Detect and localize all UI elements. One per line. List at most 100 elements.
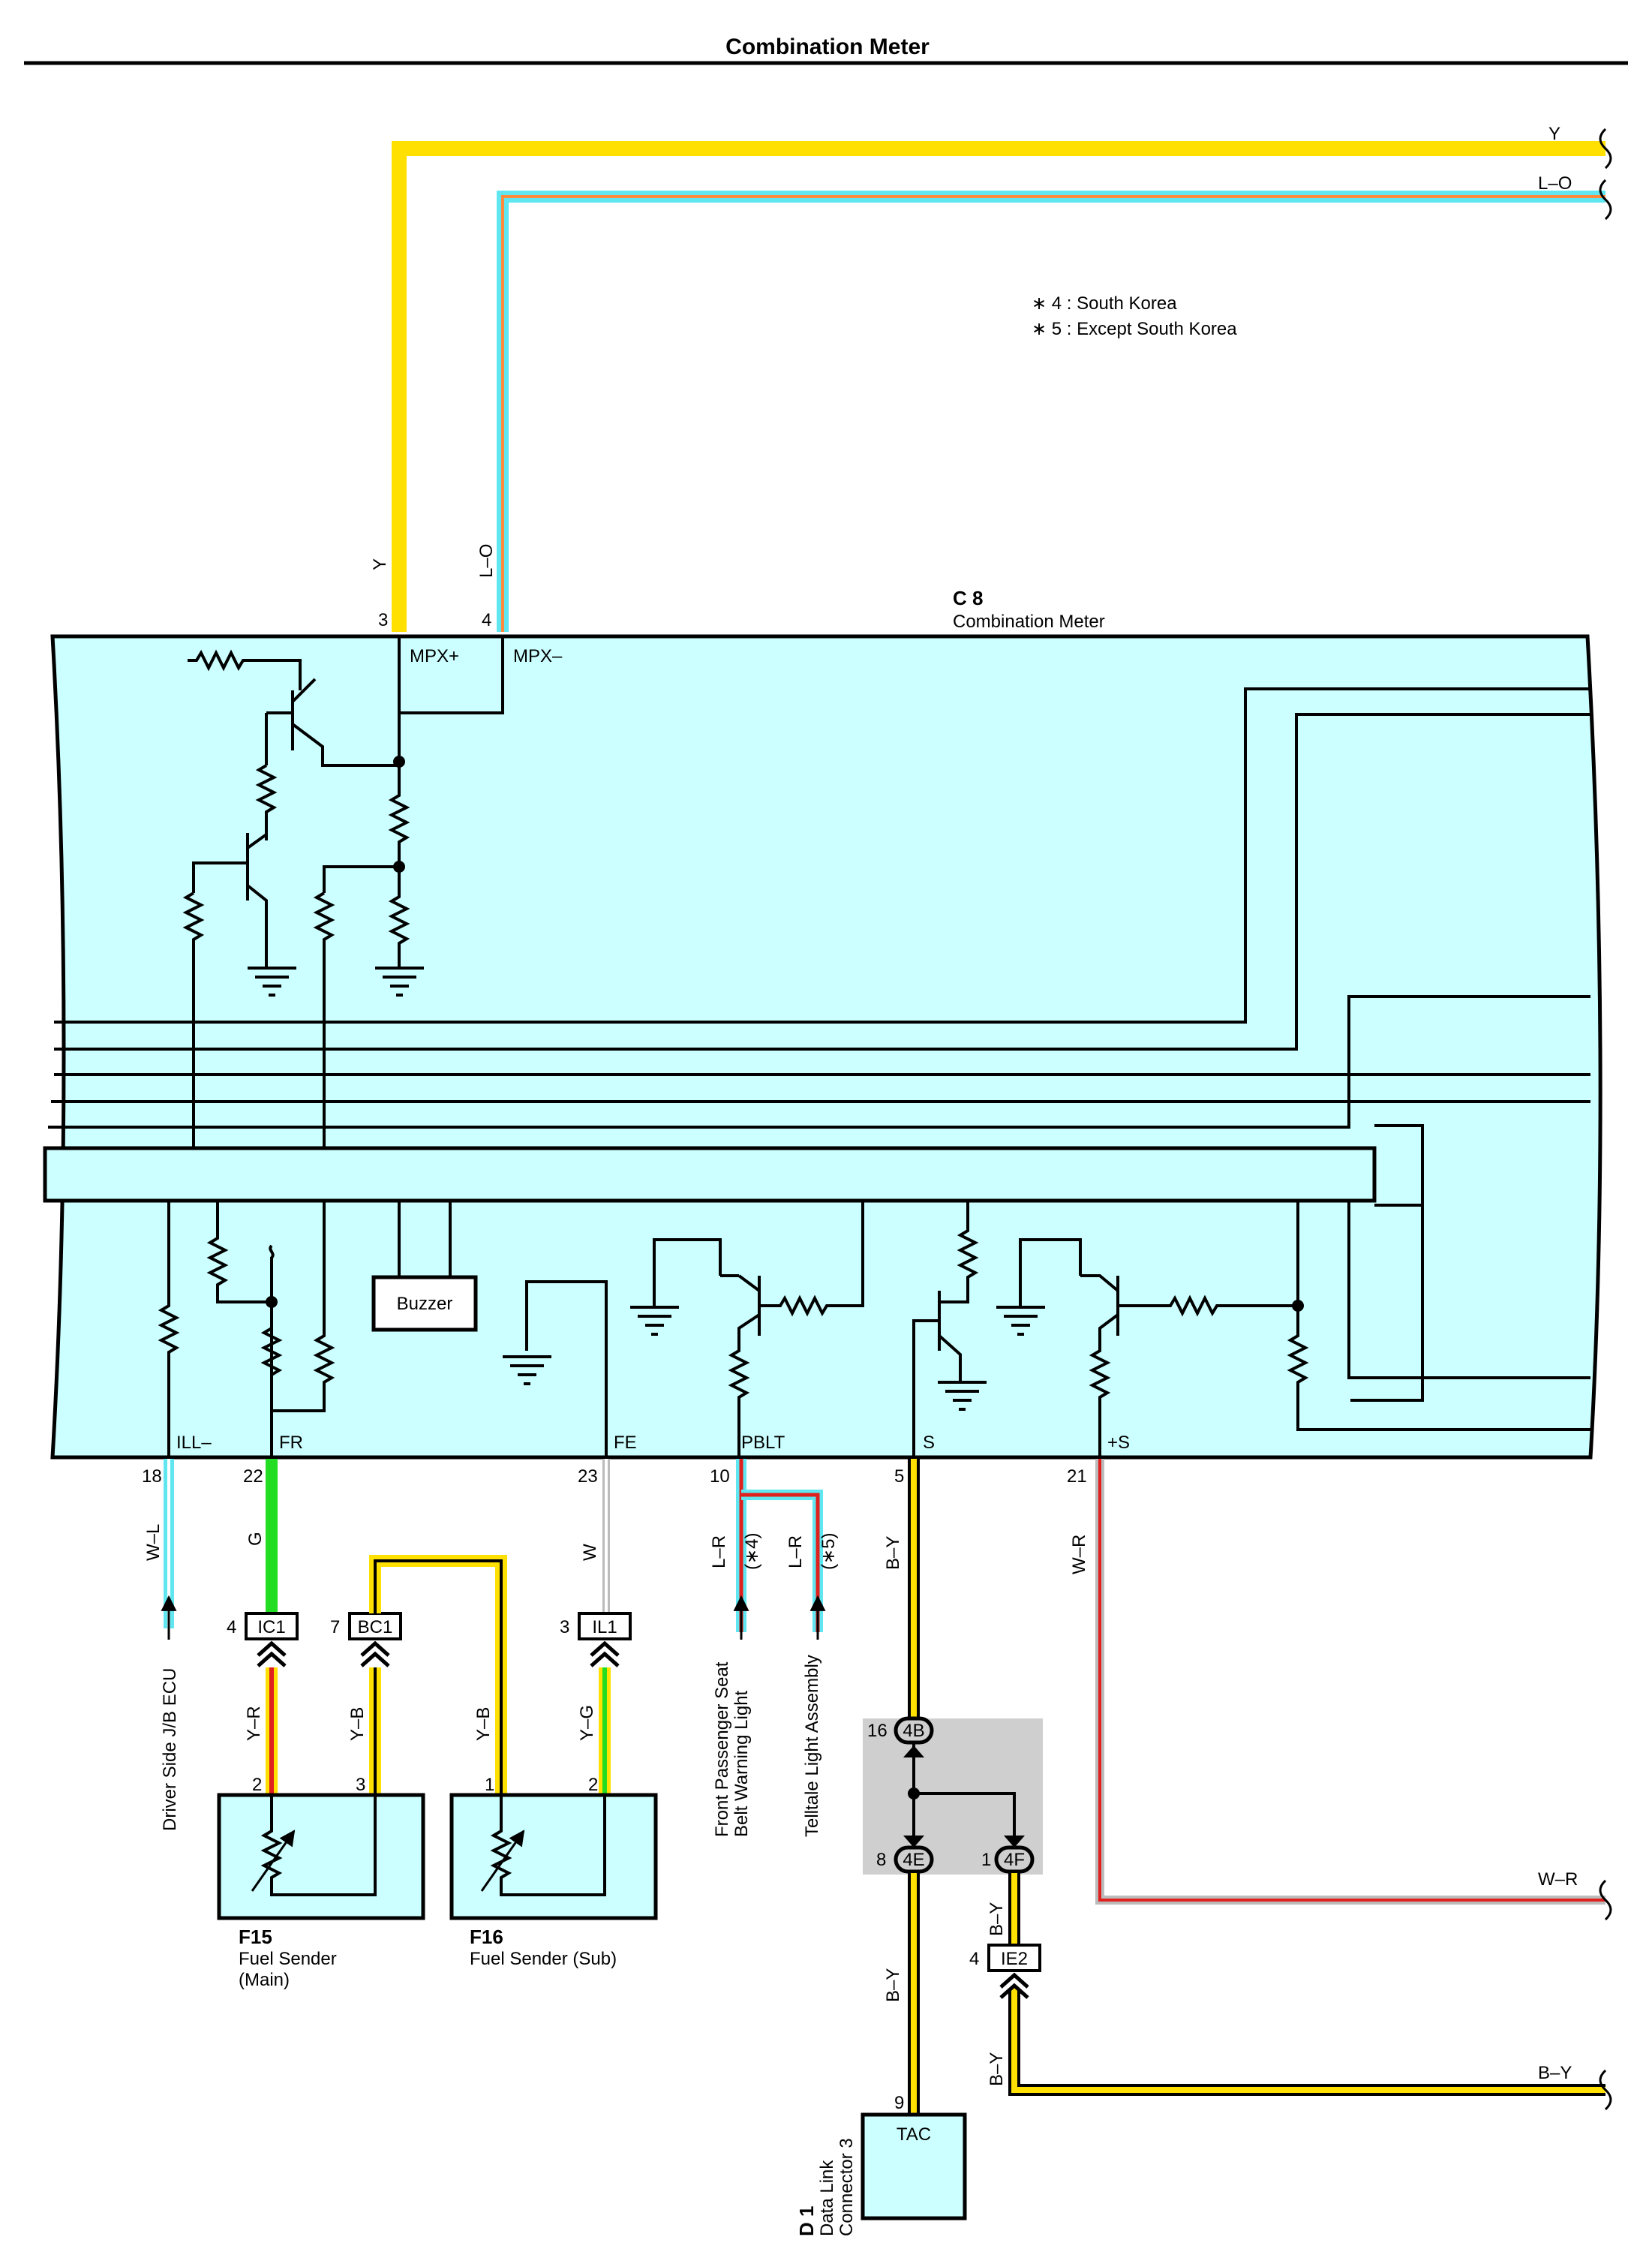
wire-color-by: B–Y xyxy=(883,1536,903,1570)
f16-name: Fuel Sender (Sub) xyxy=(470,1949,617,1969)
terminal-plus-s: +S xyxy=(1107,1433,1130,1453)
meter-name: Combination Meter xyxy=(953,612,1105,632)
junction-dot xyxy=(266,1296,278,1308)
meter-internal-upper xyxy=(48,636,1590,1148)
wire-label-y: Y xyxy=(1548,124,1560,144)
svg-text:IE2: IE2 xyxy=(1001,1949,1028,1969)
connector-il1: IL1 xyxy=(578,1612,632,1667)
f16-pin-2: 2 xyxy=(588,1775,598,1795)
wire-color-w: W xyxy=(580,1544,600,1561)
svg-text:IL1: IL1 xyxy=(592,1617,617,1637)
wire-wr xyxy=(1095,1459,1605,1905)
connector-4b-pin: 16 xyxy=(867,1721,888,1741)
note-south-korea: ∗ 4 : South Korea xyxy=(1032,293,1177,314)
wire-color-yb2: Y–B xyxy=(473,1707,494,1741)
connector-4b: 4B xyxy=(894,1716,934,1757)
break-mark-y xyxy=(1599,128,1612,170)
pin3-color: Y xyxy=(370,558,390,570)
wire-color-yg: Y–G xyxy=(577,1705,597,1741)
terminal-fr: FR xyxy=(279,1433,303,1453)
combination-meter-box xyxy=(50,634,1602,1460)
junction-dot xyxy=(393,861,405,873)
f15-name: Fuel Sender xyxy=(239,1949,337,1969)
dest-front-passenger-2: Belt Warning Light xyxy=(731,1690,752,1837)
pin-21: 21 xyxy=(1067,1466,1087,1487)
f16-pin-1: 1 xyxy=(485,1775,494,1795)
dest-front-passenger-1: Front Passenger Seat xyxy=(712,1661,732,1837)
connector-4f: 4F xyxy=(994,1836,1035,1874)
connector-bc1: BC1 xyxy=(348,1612,402,1667)
f15-pin-2: 2 xyxy=(252,1775,262,1795)
pin-23: 23 xyxy=(578,1466,598,1487)
terminal-fe: FE xyxy=(614,1433,637,1453)
wire-color-g: G xyxy=(245,1532,266,1546)
connector-4f-pin: 1 xyxy=(981,1850,991,1870)
break-mark-by xyxy=(1599,2069,1612,2111)
junction-dot xyxy=(1292,1300,1304,1312)
variant-4: (∗4) xyxy=(742,1533,762,1570)
wire-color-wr: W–R xyxy=(1069,1535,1089,1574)
label-mpx-minus: MPX– xyxy=(513,646,563,666)
d1-name: Data Link xyxy=(817,2160,837,2236)
fuel-sender-sub xyxy=(449,1793,658,1920)
wire-lo-top xyxy=(497,191,1605,632)
connector-ic1-pin: 4 xyxy=(227,1617,236,1637)
wire-by-ie2 xyxy=(1008,1873,1605,2096)
buzzer-label: Buzzer xyxy=(397,1294,453,1314)
wire-color-wl: W–L xyxy=(143,1524,164,1561)
pin-5: 5 xyxy=(894,1466,904,1487)
pin-22: 22 xyxy=(243,1466,263,1487)
terminal-tac: TAC xyxy=(897,2124,931,2145)
wire-color-lr: L–R xyxy=(709,1535,729,1568)
wire-label-wr-right: W–R xyxy=(1538,1869,1578,1890)
connector-il1-pin: 3 xyxy=(560,1617,569,1637)
connector-4e: 4E xyxy=(894,1836,934,1874)
junction-dot xyxy=(908,1787,920,1800)
buzzer xyxy=(371,1275,478,1332)
d1-pin-9: 9 xyxy=(894,2093,904,2113)
junction-dot xyxy=(393,756,405,768)
svg-text:4F: 4F xyxy=(1004,1850,1025,1870)
terminal-pblt: PBLT xyxy=(741,1433,785,1453)
pin-3: 3 xyxy=(378,610,388,630)
note-except-south-korea: ∗ 5 : Except South Korea xyxy=(1032,319,1237,339)
wire-lr-pblt xyxy=(733,1459,826,1640)
wire-color-by4: B–Y xyxy=(987,2052,1007,2086)
d1-name-sub: Connector 3 xyxy=(837,2138,857,2236)
svg-text:4E: 4E xyxy=(903,1850,924,1870)
pin-4: 4 xyxy=(482,610,491,630)
wire-label-by-right: B–Y xyxy=(1538,2063,1572,2083)
svg-text:4B: 4B xyxy=(903,1721,924,1741)
fuel-sender-main xyxy=(217,1793,425,1920)
wire-color-yr: Y–R xyxy=(244,1706,264,1741)
pin4-color: L–O xyxy=(476,544,497,578)
wire-color-by2: B–Y xyxy=(987,1902,1007,1936)
meter-code: C 8 xyxy=(953,587,983,609)
pin-18: 18 xyxy=(142,1466,162,1487)
wire-label-lo: L–O xyxy=(1538,173,1572,194)
svg-text:BC1: BC1 xyxy=(358,1617,393,1637)
data-link-connector xyxy=(861,2112,967,2220)
break-mark-lo xyxy=(1599,179,1612,221)
f15-name-sub: (Main) xyxy=(239,1970,290,1990)
diagram-title: Combination Meter xyxy=(725,35,930,59)
f16-code: F16 xyxy=(470,1926,503,1948)
wire-y-top xyxy=(392,141,1605,632)
bus-right-link xyxy=(1374,1124,1424,1207)
internal-bus-bar xyxy=(43,1146,1377,1203)
connector-ic1: IC1 xyxy=(245,1612,299,1667)
connector-ie2: IE2 xyxy=(987,1944,1041,1999)
f15-code: F15 xyxy=(239,1926,272,1948)
wire-color-by3: B–Y xyxy=(883,1968,903,2002)
wire-color-lr2: L–R xyxy=(785,1535,806,1568)
connector-ie2-pin: 4 xyxy=(969,1949,979,1969)
terminal-ill: ILL– xyxy=(176,1433,212,1453)
variant-5: (∗5) xyxy=(818,1533,839,1570)
connector-4e-pin: 8 xyxy=(876,1850,886,1870)
terminal-s: S xyxy=(923,1433,935,1453)
meter-internal-lower xyxy=(158,1201,1590,1457)
label-mpx-plus: MPX+ xyxy=(410,646,459,666)
break-mark-wr xyxy=(1599,1879,1612,1921)
dest-telltale: Telltale Light Assembly xyxy=(802,1655,822,1837)
